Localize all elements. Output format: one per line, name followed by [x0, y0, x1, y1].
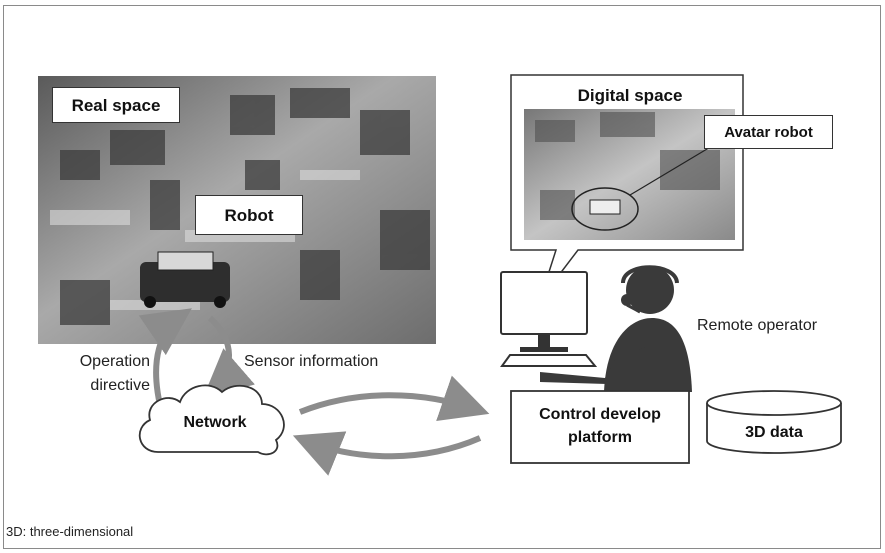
arrow-to-platform	[298, 375, 490, 421]
control-platform-line2: platform	[568, 429, 632, 446]
robot-vehicle	[140, 251, 230, 308]
real-space-label: Real space	[52, 87, 180, 123]
sensor-information-arrow	[202, 315, 255, 398]
operation-directive-label: Operation directive	[58, 352, 150, 396]
computer-icon	[500, 271, 598, 367]
operation-directive-line1: Operation	[79, 353, 150, 370]
avatar-robot-label: Avatar robot	[704, 115, 833, 149]
network-label: Network	[183, 414, 247, 431]
remote-operator-label: Remote operator	[697, 317, 818, 334]
control-platform-line1: Control develop	[539, 406, 661, 423]
sensor-information-label: Sensor information	[244, 353, 379, 370]
avatar-pointer-line	[629, 145, 713, 196]
arrow-to-network	[292, 431, 482, 476]
digital-space-bubble	[510, 74, 744, 301]
network-cloud	[138, 384, 285, 456]
operation-directive-line2: directive	[90, 377, 150, 394]
footnote: 3D: three-dimensional	[6, 524, 134, 539]
network-platform-arrows	[292, 375, 490, 476]
control-platform-label: Control develop platform	[511, 405, 689, 448]
robot-label: Robot	[195, 195, 303, 235]
control-platform-box	[510, 390, 690, 464]
digital-space-label: Digital space	[577, 86, 683, 105]
data-cylinder	[706, 390, 842, 454]
operation-directive-arrow	[138, 308, 192, 406]
operation-sensor-arrows	[138, 308, 255, 406]
operator-icon	[540, 265, 692, 392]
avatar-robot-highlight	[571, 187, 639, 231]
data-3d-label: 3D data	[745, 424, 803, 441]
